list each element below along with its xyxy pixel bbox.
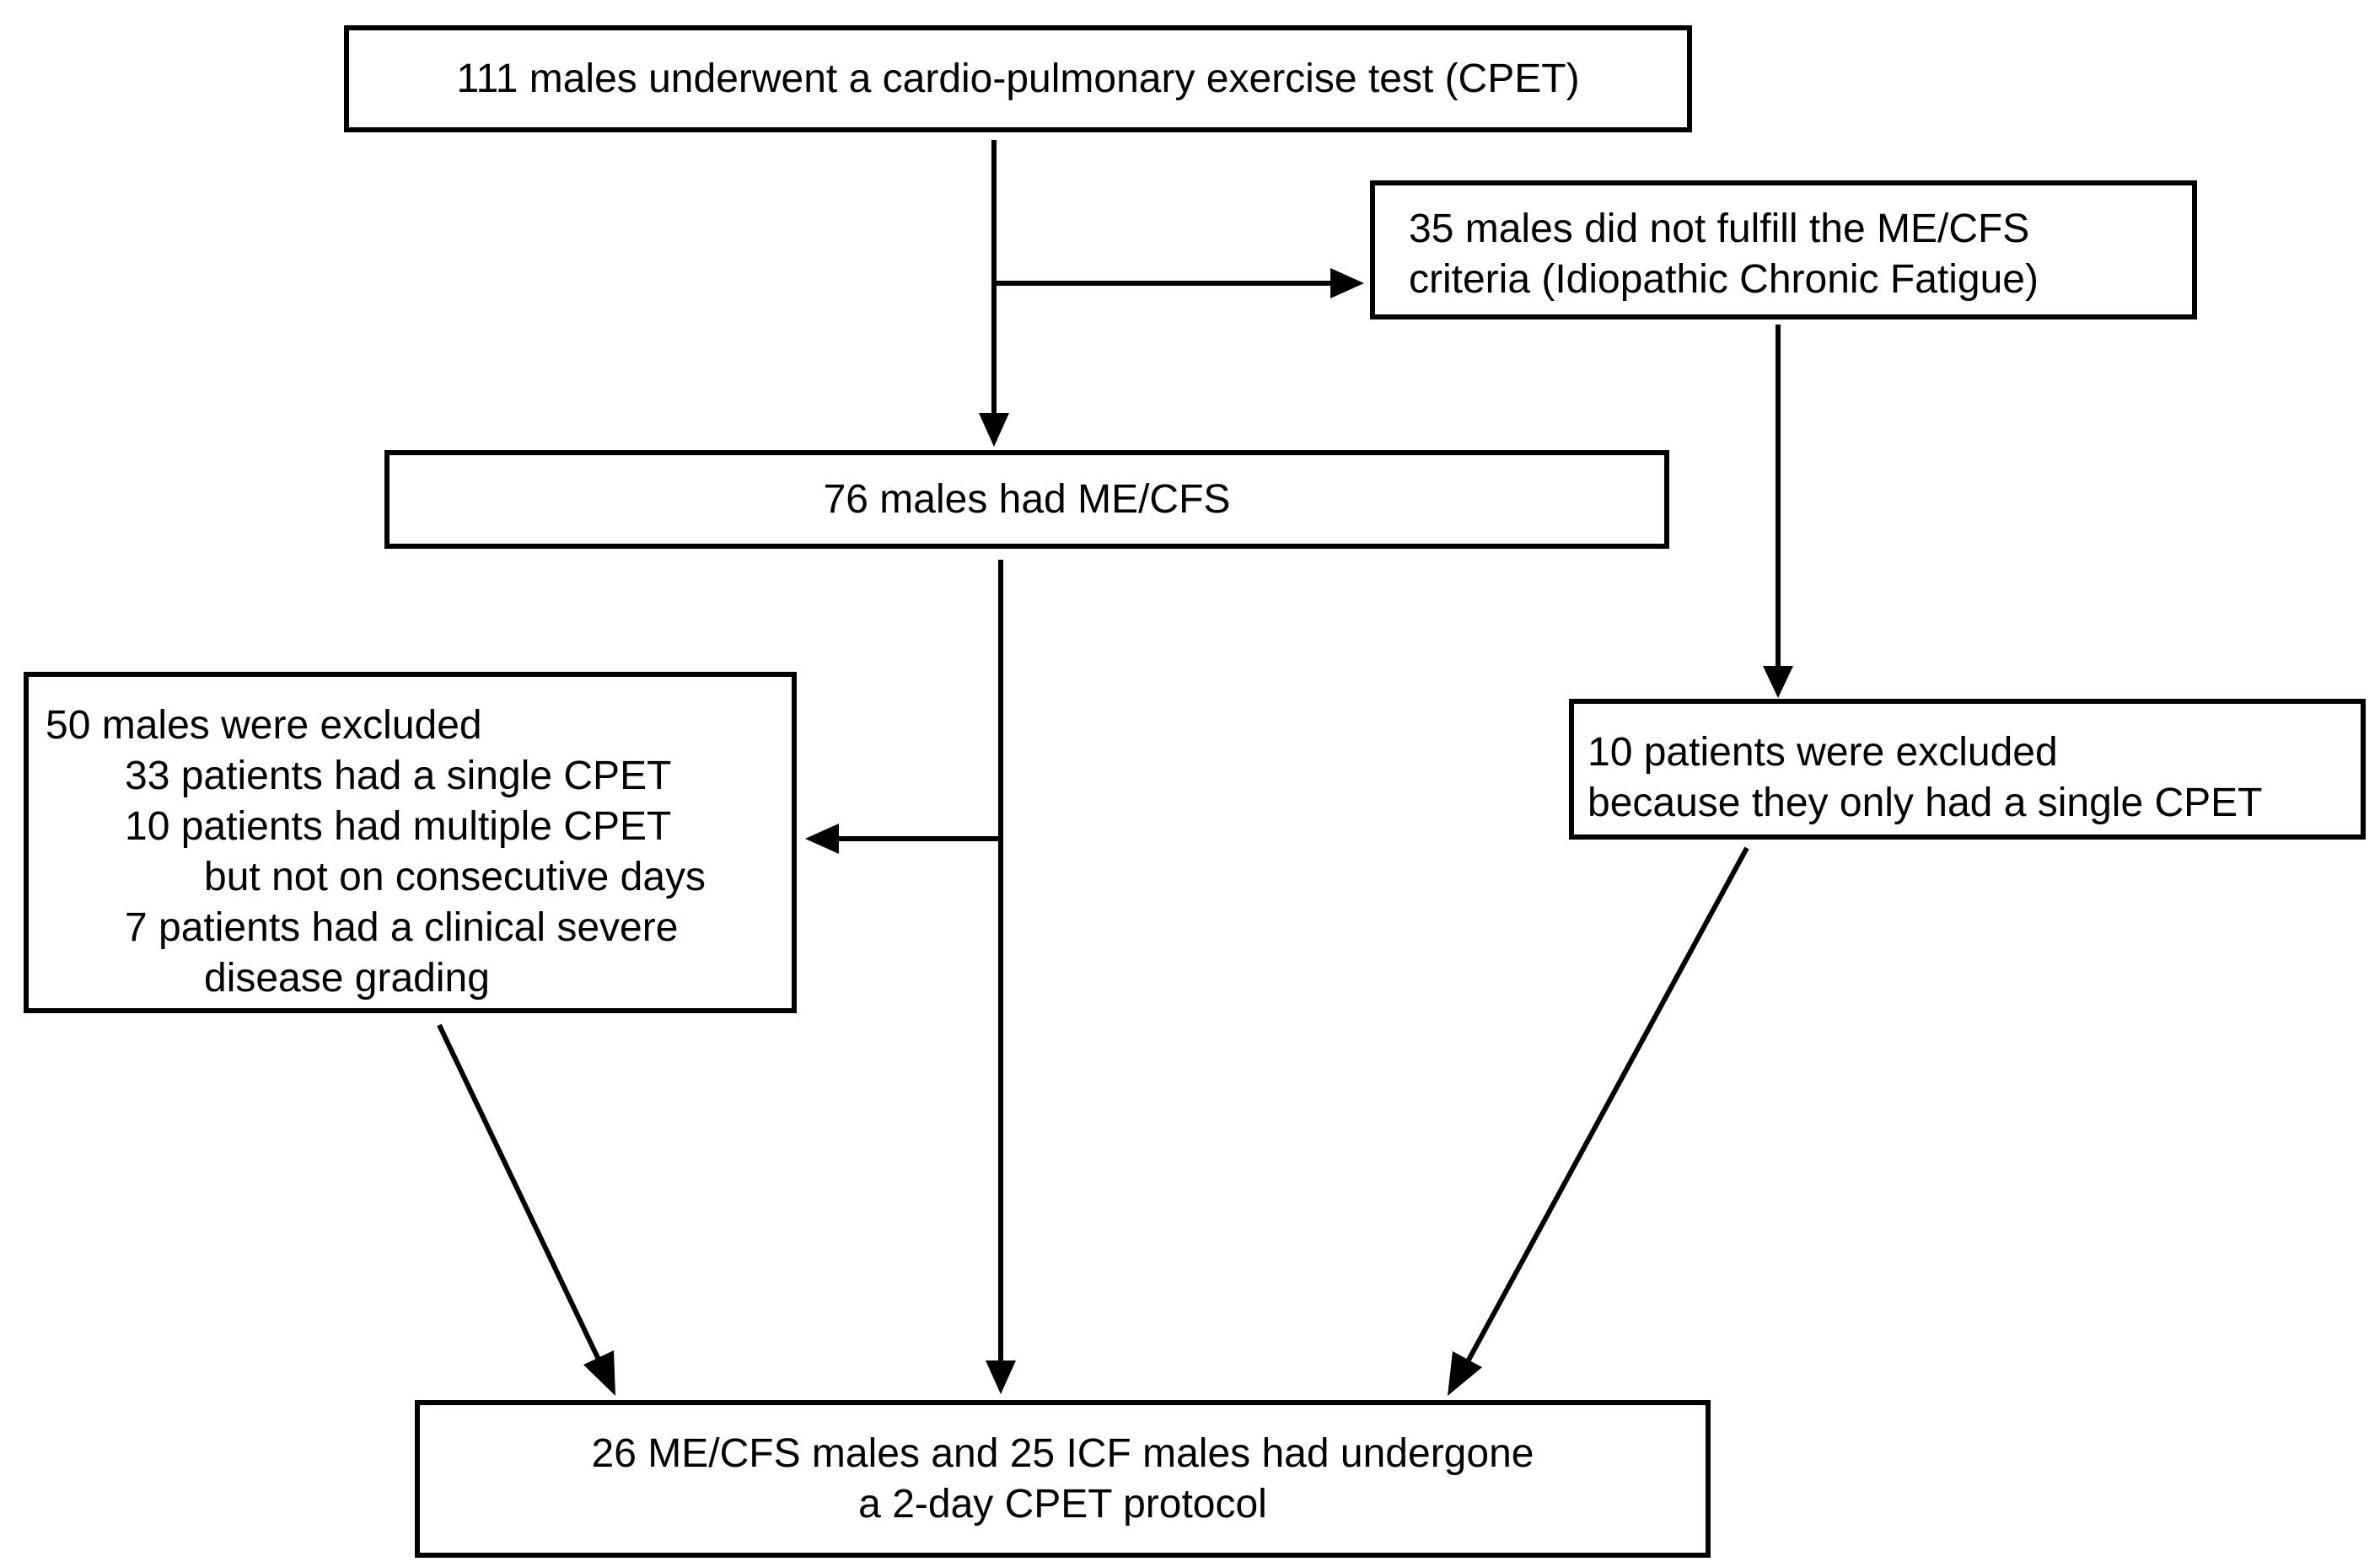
node-icf-text-line-2: criteria (Idiopathic Chronic Fatigue) [1409,257,2039,302]
edge-excluded-left-to-final [437,1023,603,1365]
arrowhead-icf-to-excluded-right [1763,666,1793,698]
arrowhead-start-to-icf [1330,268,1364,298]
excluded-mecfs-reason-3-cont: disease grading [204,956,490,1001]
arrowhead-mecfs-to-final [986,1360,1016,1394]
node-icf-text-line-1: 35 males did not fulfill the ME/CFS [1409,207,2030,251]
arrowhead-start-to-mecfs [979,413,1009,447]
node-excluded-icf: 10 patients were excluded because they o… [1569,699,2366,840]
node-mecfs-text: 76 males had ME/CFS [823,476,1231,522]
edge-excluded-right-to-final [1464,846,1749,1365]
node-cpet-total-text: 111 males underwent a cardio-pulmonary e… [456,56,1580,101]
excluded-mecfs-heading: 50 males were excluded [46,703,482,748]
excluded-mecfs-reason-2-cont: but not on consecutive days [204,855,706,899]
arrowhead-excluded-left-to-final [583,1350,615,1396]
arrowhead-mecfs-to-excluded-left [805,824,839,854]
node-mecfs: 76 males had ME/CFS [384,450,1669,549]
node-excluded-mecfs: 50 males were excluded 33 patients had a… [24,672,797,1013]
excluded-icf-text-line-2: because they only had a single CPET [1588,781,2263,825]
excluded-mecfs-reason-3: 7 patients had a clinical severe [125,905,679,950]
final-cohort-text-line-2: a 2-day CPET protocol [858,1481,1267,1527]
node-cpet-total: 111 males underwent a cardio-pulmonary e… [344,25,1692,132]
arrowhead-excluded-right-to-final [1448,1351,1482,1396]
excluded-mecfs-reason-2: 10 patients had multiple CPET [125,804,672,849]
final-cohort-text-line-1: 26 ME/CFS males and 25 ICF males had und… [591,1430,1534,1476]
excluded-icf-text-line-1: 10 patients were excluded [1588,730,2058,775]
excluded-mecfs-reason-1: 33 patients had a single CPET [125,754,672,798]
node-final-cohort: 26 ME/CFS males and 25 ICF males had und… [415,1400,1711,1558]
node-icf-not-meeting-criteria: 35 males did not fulfill the ME/CFS crit… [1370,180,2197,319]
